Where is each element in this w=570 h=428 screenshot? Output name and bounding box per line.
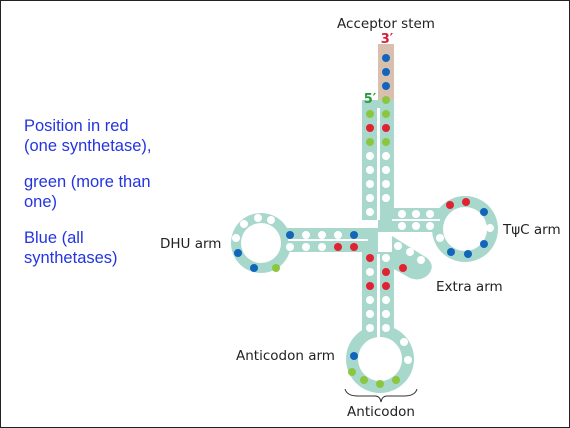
nucleotide-dot	[464, 250, 472, 258]
nucleotide-dot	[392, 376, 400, 384]
nucleotide-dot	[382, 96, 390, 104]
nucleotide-dot	[240, 220, 248, 228]
tpsic-loop-hole	[443, 207, 487, 251]
nucleotide-dot	[426, 222, 434, 230]
nucleotide-dot	[254, 214, 262, 222]
nucleotide-dot	[486, 224, 494, 232]
anticodon-label: Anticodon	[347, 404, 415, 420]
nucleotide-dot	[382, 54, 390, 62]
nucleotide-dot	[382, 110, 390, 118]
anticodon-brace	[344, 388, 418, 403]
nucleotide-dot	[404, 356, 412, 364]
five-prime-label: 5′	[364, 92, 377, 107]
nucleotide-dot	[366, 194, 374, 202]
nucleotide-dot	[394, 242, 402, 250]
nucleotide-dot	[406, 248, 414, 256]
nucleotide-dot	[350, 352, 358, 360]
nucleotide-dot	[334, 243, 342, 251]
nucleotide-dot	[366, 166, 374, 174]
nucleotide-dot	[480, 208, 488, 216]
nucleotide-dot	[334, 231, 342, 239]
nucleotide-dot	[382, 254, 390, 262]
nucleotide-dot	[318, 243, 326, 251]
nucleotide-dot	[446, 201, 454, 209]
nucleotide-dot	[399, 264, 407, 272]
nucleotide-dot	[398, 210, 406, 218]
nucleotide-dot	[366, 254, 374, 262]
nucleotide-dot	[382, 166, 390, 174]
legend-text: Position in red (one synthetase), green …	[24, 116, 164, 284]
legend-green: green (more than one)	[24, 173, 151, 211]
three-prime-label: 3′	[381, 32, 394, 47]
nucleotide-dot	[350, 243, 358, 251]
nucleotide-dot	[302, 243, 310, 251]
nucleotide-dot	[366, 310, 374, 318]
nucleotide-dot	[376, 380, 384, 388]
nucleotide-dot	[382, 180, 390, 188]
nucleotide-dot	[447, 248, 455, 256]
nucleotide-dot	[318, 231, 326, 239]
nucleotide-dot	[366, 296, 374, 304]
nucleotide-dot	[412, 210, 420, 218]
nucleotide-dot	[234, 249, 242, 257]
nucleotide-dot	[366, 324, 374, 332]
nucleotide-dot	[382, 310, 390, 318]
nucleotide-dot	[366, 152, 374, 160]
dhu-groove	[288, 239, 368, 241]
nucleotide-dot	[267, 216, 275, 224]
nucleotide-dot	[382, 138, 390, 146]
nucleotide-dot	[398, 222, 406, 230]
nucleotide-dot	[382, 296, 390, 304]
nucleotide-dot	[382, 324, 390, 332]
nucleotide-dot	[412, 222, 420, 230]
nucleotide-dot	[382, 68, 390, 76]
tpsic-arm-label: TψC arm	[502, 222, 561, 238]
nucleotide-dot	[382, 268, 390, 276]
dhu-loop-hole	[241, 223, 281, 263]
acceptor-stem-label: Acceptor stem	[337, 16, 435, 32]
extra-arm-label: Extra arm	[436, 279, 503, 295]
nucleotide-dot	[286, 243, 294, 251]
nucleotide-dot	[348, 368, 356, 376]
nucleotide-dot	[366, 180, 374, 188]
nucleotide-dot	[232, 234, 240, 242]
nucleotide-dot	[366, 268, 374, 276]
nucleotide-dot	[436, 234, 444, 242]
nucleotide-dot	[360, 376, 368, 384]
nucleotide-dot	[366, 208, 374, 216]
anticodon-groove	[377, 254, 380, 340]
nucleotide-dot	[366, 138, 374, 146]
nucleotide-dot	[272, 264, 280, 272]
nucleotides	[232, 54, 494, 388]
nucleotide-dot	[286, 231, 294, 239]
nucleotide-dot	[366, 110, 374, 118]
nucleotide-dot	[382, 152, 390, 160]
nucleotide-dot	[462, 198, 470, 206]
loop-holes	[241, 108, 487, 381]
anticodon-loop-hole	[358, 337, 402, 381]
nucleotide-dot	[366, 124, 374, 132]
tpsic-groove	[392, 219, 440, 221]
nucleotide-dot	[382, 282, 390, 290]
nucleotide-dot	[426, 210, 434, 218]
dhu-arm-label: DHU arm	[160, 236, 221, 252]
anticodon-arm-label: Anticodon arm	[236, 348, 335, 364]
nucleotide-dot	[302, 231, 310, 239]
nucleotide-dot	[400, 338, 408, 346]
nucleotide-dot	[417, 256, 425, 264]
nucleotide-dot	[250, 264, 258, 272]
nucleotide-dot	[350, 231, 358, 239]
nucleotide-dot	[382, 82, 390, 90]
nucleotide-dot	[480, 240, 488, 248]
legend-blue: Blue (all synthetases)	[24, 229, 118, 267]
nucleotide-dot	[366, 282, 374, 290]
legend-red: Position in red (one synthetase),	[24, 117, 152, 155]
acceptor-groove	[377, 108, 380, 220]
nucleotide-dot	[382, 194, 390, 202]
nucleotide-dot	[382, 124, 390, 132]
